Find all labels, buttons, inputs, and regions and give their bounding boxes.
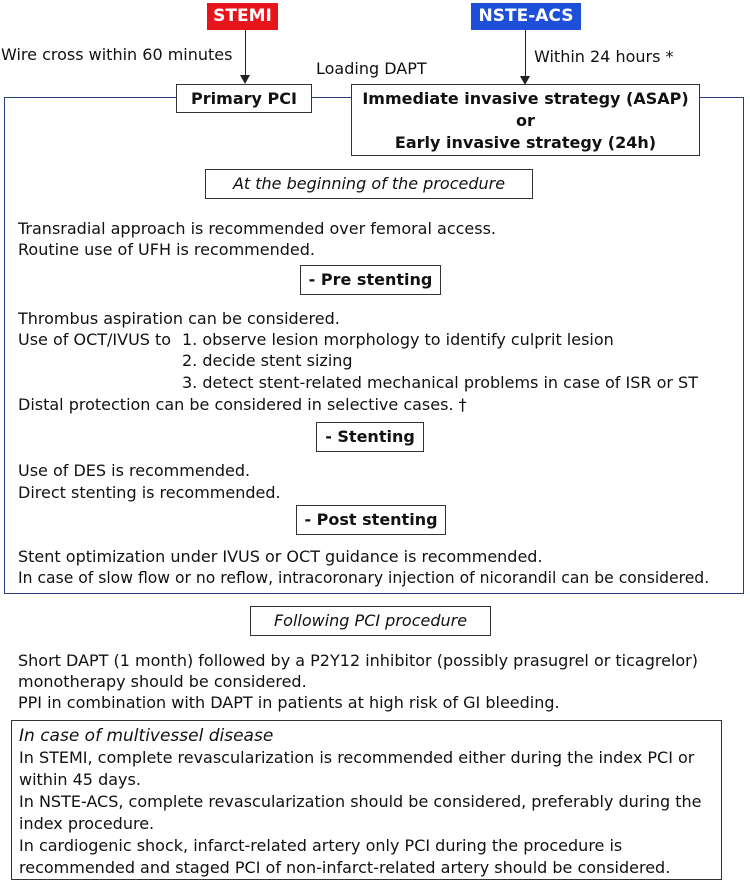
multivessel-line-1: In STEMI, complete revascularization is … [19,748,695,767]
post-stenting-header: - Post stenting [296,505,446,535]
multivessel-box: In case of multivessel disease In STEMI,… [11,720,722,880]
multivessel-title: In case of multivessel disease [19,726,274,746]
beginning-procedure-title: At the beginning of the procedure [232,174,506,193]
multivessel-line-3: In NSTE-ACS, complete revascularization … [19,792,702,811]
post-stenting-title: - Post stenting [304,510,438,529]
stemi-arrow [245,30,246,76]
direct-stenting-text: Direct stenting is recommended. [18,483,281,502]
stemi-arrowhead [240,75,250,84]
pre-stenting-header: - Pre stenting [300,265,441,295]
ufh-text: Routine use of UFH is recommended. [18,240,315,259]
following-pci-title: Following PCI procedure [273,611,468,630]
primary-pci-box: Primary PCI [176,84,312,113]
thrombus-aspiration-text: Thrombus aspiration can be considered. [18,309,340,328]
oct-item-2: 2. decide stent sizing [182,351,353,370]
monotherapy-text: monotherapy should be considered. [18,672,307,691]
oct-item-3: 3. detect stent-related mechanical probl… [182,373,698,392]
stemi-timing-note: Wire cross within 60 minutes [1,45,233,64]
oct-ivus-prefix: Use of OCT/IVUS to [18,330,172,349]
loading-dapt-note: Loading DAPT [316,59,427,78]
following-pci-header: Following PCI procedure [250,606,491,636]
nste-acs-badge: NSTE-ACS [471,3,581,30]
pre-stenting-title: - Pre stenting [308,270,433,289]
primary-pci-label: Primary PCI [191,89,297,108]
des-text: Use of DES is recommended. [18,461,251,480]
multivessel-line-2: within 45 days. [19,770,141,789]
stent-optimization-text: Stent optimization under IVUS or OCT gui… [18,547,543,566]
invasive-line-3: Early invasive strategy (24h) [394,133,657,152]
nste-arrowhead [520,76,530,85]
distal-protection-text: Distal protection can be considered in s… [18,395,467,414]
oct-item-1: 1. observe lesion morphology to identify… [182,330,614,349]
stenting-header: - Stenting [316,422,424,452]
stenting-title: - Stenting [325,427,415,446]
invasive-strategy-box: Immediate invasive strategy (ASAP) or Ea… [351,84,700,156]
stemi-badge: STEMI [207,3,278,30]
invasive-line-2: or [516,111,535,130]
multivessel-line-5: In cardiogenic shock, infarct-related ar… [19,836,623,855]
nste-timing-note: Within 24 hours * [534,47,674,66]
invasive-line-1: Immediate invasive strategy (ASAP) [362,89,689,108]
ppi-text: PPI in combination with DAPT in patients… [18,693,560,712]
nste-arrow [525,30,526,77]
transradial-text: Transradial approach is recommended over… [18,219,497,238]
beginning-procedure-header: At the beginning of the procedure [205,169,533,199]
multivessel-line-4: index procedure. [19,814,155,833]
nicorandil-text: In case of slow flow or no reflow, intra… [18,569,710,587]
multivessel-line-6: recommended and staged PCI of non-infarc… [19,858,671,877]
short-dapt-text: Short DAPT (1 month) followed by a P2Y12… [18,651,698,670]
